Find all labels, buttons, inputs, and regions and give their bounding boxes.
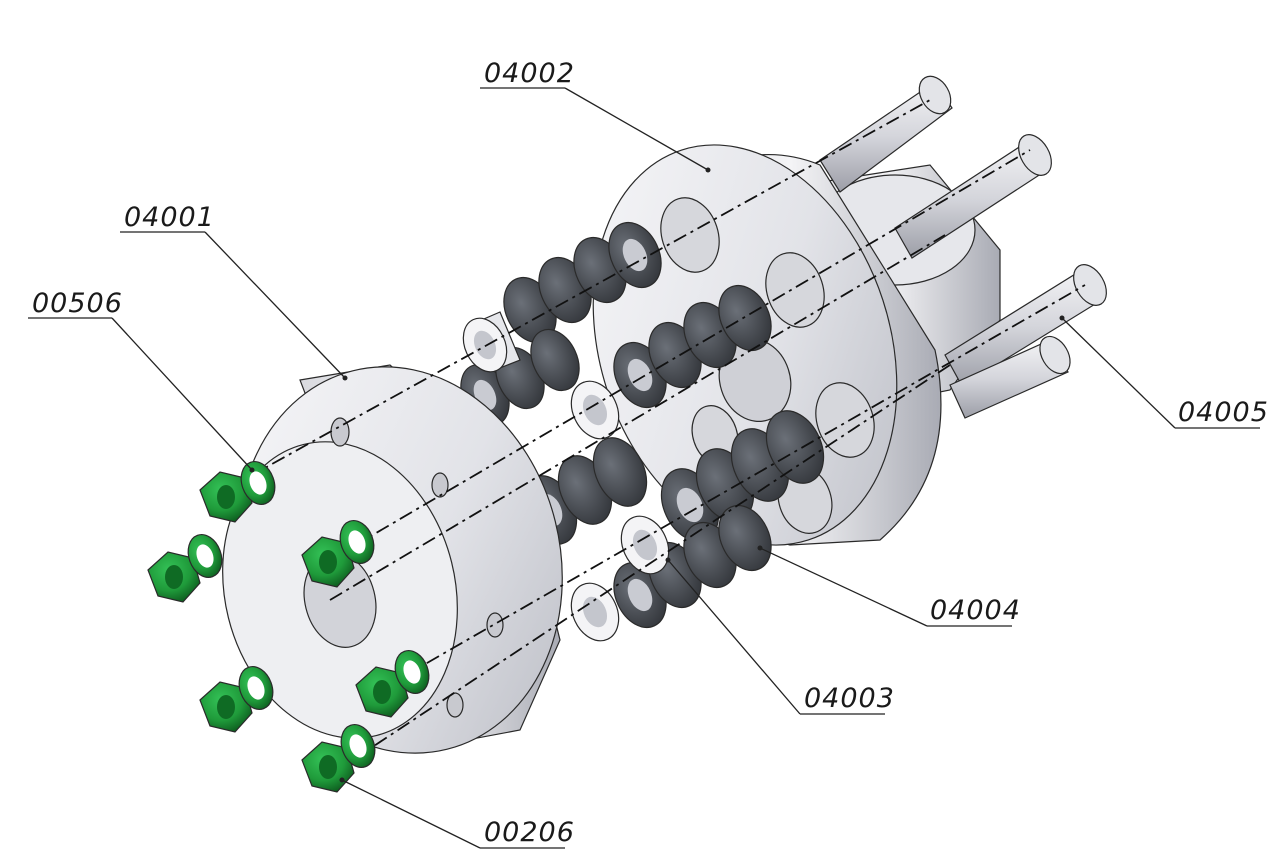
washer-3 [339, 520, 375, 564]
washer-5 [394, 650, 430, 694]
label-04001: 04001 [124, 202, 215, 233]
part-00506-washers [187, 461, 430, 768]
callout-00506: 00506 [28, 288, 255, 473]
nut-1 [199, 471, 253, 523]
label-04002: 04002 [484, 58, 575, 89]
callout-04002: 04002 [480, 58, 711, 173]
label-00206: 00206 [484, 817, 575, 848]
callout-04003: 04003 [665, 557, 895, 715]
label-04005: 04005 [1178, 397, 1269, 428]
washer-2 [187, 534, 223, 578]
nut-2 [147, 551, 201, 603]
washer-6 [340, 724, 376, 768]
pin-upper-right [894, 134, 1052, 259]
part-04004-springs [460, 221, 825, 629]
spring-stack-top [503, 221, 662, 344]
pin-top [819, 75, 953, 193]
washer-1 [240, 461, 276, 505]
part-04002-rear-flange [592, 144, 1001, 546]
label-04003: 04003 [804, 683, 895, 714]
assembly-axes [224, 99, 1086, 776]
label-00506: 00506 [32, 288, 123, 319]
nut-3 [301, 536, 355, 588]
washer-4 [238, 666, 274, 710]
pin-lower-right [949, 335, 1071, 419]
part-00206-nuts [147, 471, 409, 793]
sleeve-2 [570, 380, 620, 440]
callout-00206: 00206 [339, 777, 575, 849]
callout-04005: 04005 [1059, 315, 1269, 429]
sleeve-1 [462, 311, 521, 373]
spring-stack-mid-right [613, 284, 772, 409]
nut-4 [199, 681, 253, 733]
spring-stack-lowest [613, 504, 772, 629]
label-04004: 04004 [930, 595, 1021, 626]
callout-04001: 04001 [120, 202, 348, 381]
part-04001-front-flange [222, 364, 563, 754]
spring-stack-bottom-right [660, 410, 825, 542]
callout-04004: 04004 [757, 545, 1021, 627]
nut-5 [355, 666, 409, 718]
sleeve-4 [570, 582, 620, 642]
